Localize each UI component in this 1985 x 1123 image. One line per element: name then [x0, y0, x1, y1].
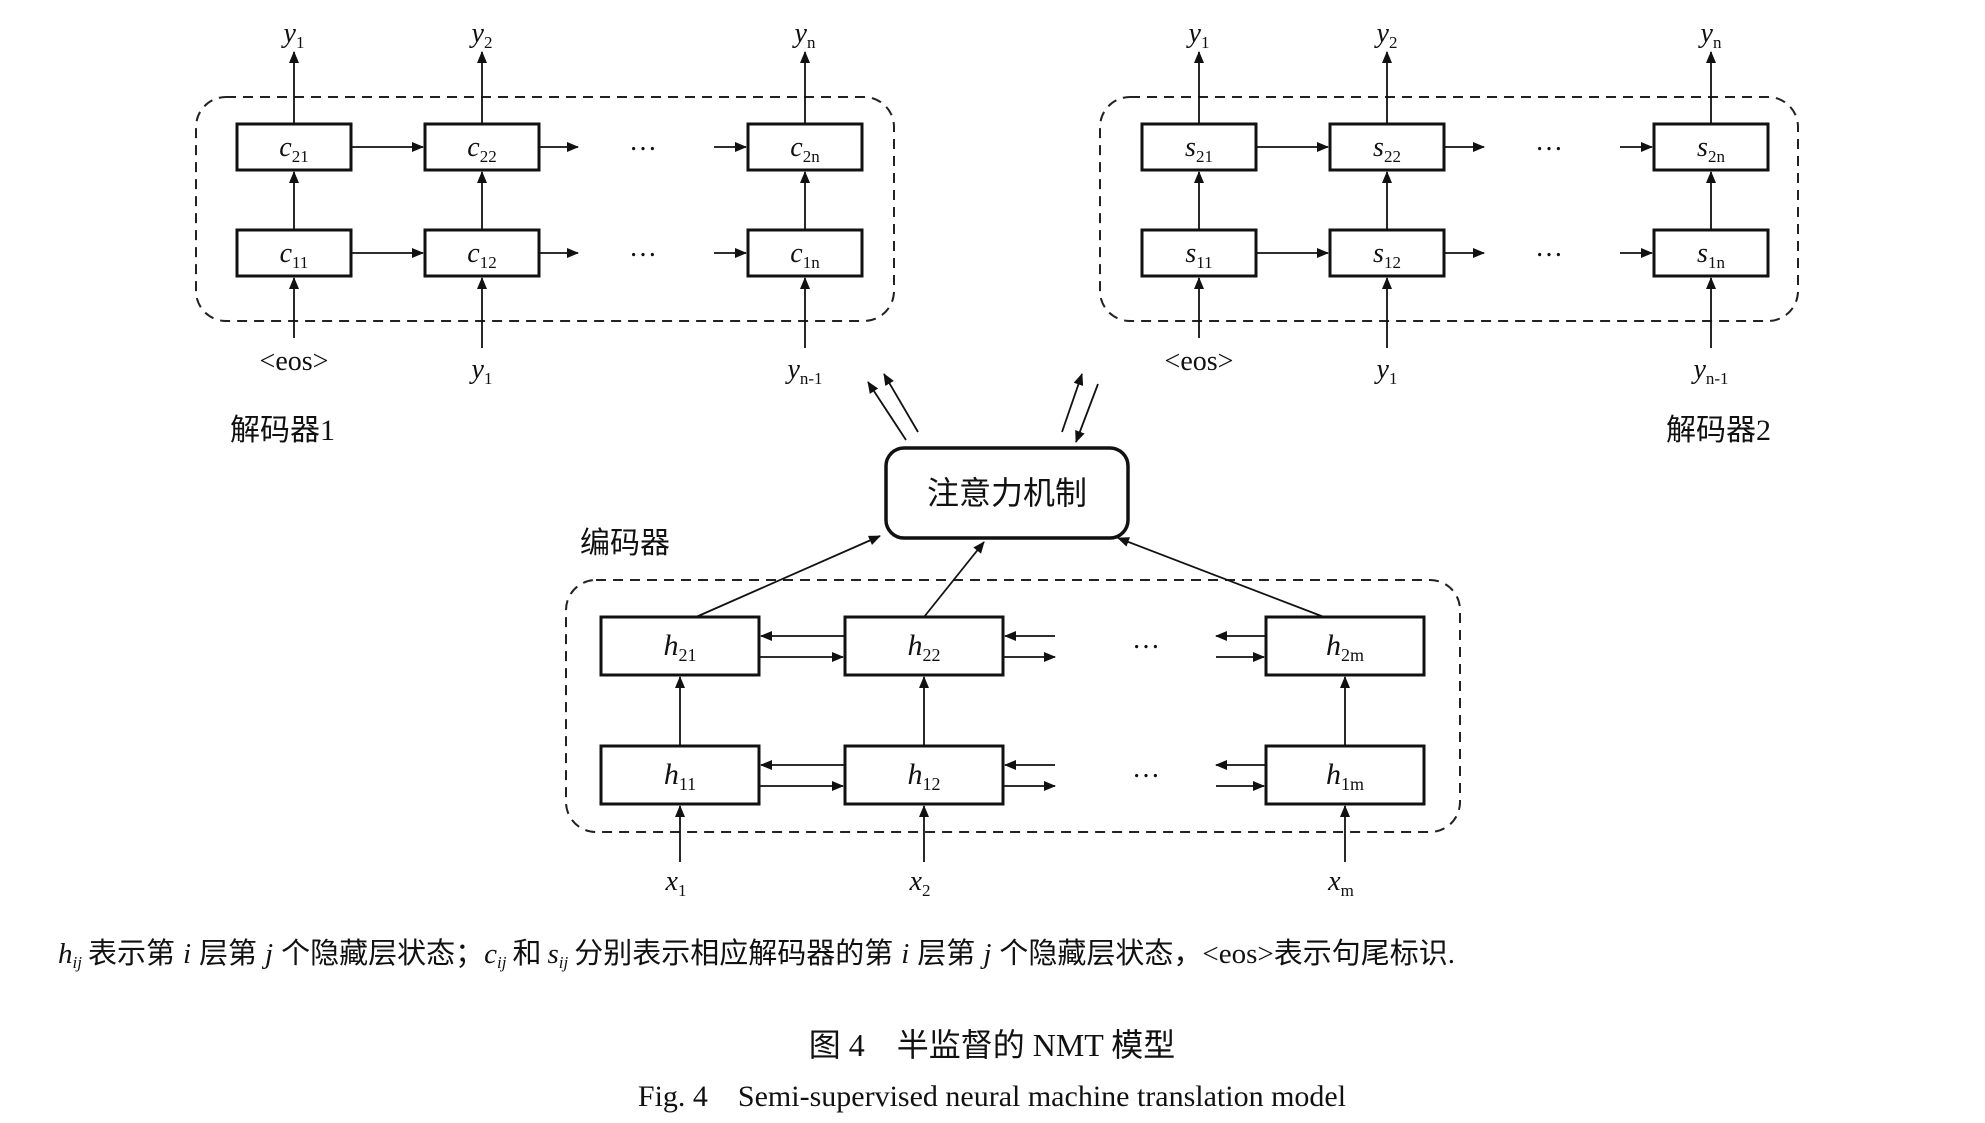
arrow — [695, 535, 881, 618]
input-label: y1 — [1374, 354, 1398, 388]
decoder-1-group — [195, 96, 895, 322]
svg-text:h21: h21 — [664, 629, 697, 665]
decoder-2: s21 s22 s2n s11 s12 s1n … … — [1099, 18, 1799, 447]
ellipsis: … — [1535, 126, 1563, 157]
svg-text:s12: s12 — [1373, 238, 1401, 272]
input-label: y1 — [469, 354, 493, 388]
decoder-1-cell: c12 — [423, 228, 541, 278]
decoder-2-cell: s21 — [1140, 122, 1258, 172]
caption-en: Fig. 4 Semi-supervised neural machine tr… — [638, 1080, 1346, 1113]
decoder-2-group — [1099, 96, 1799, 322]
encoder-cell: h12 — [843, 744, 1005, 806]
attention-label: 注意力机制 — [927, 475, 1087, 511]
output-label: y1 — [281, 18, 305, 52]
ellipsis: … — [1535, 232, 1563, 263]
attention-mechanism: 注意力机制 — [867, 373, 1130, 540]
svg-text:h1m: h1m — [1326, 758, 1364, 794]
output-label: y2 — [1374, 18, 1398, 52]
output-label: y2 — [469, 18, 493, 52]
arrow — [1117, 537, 1325, 618]
svg-text:s2n: s2n — [1697, 132, 1725, 166]
svg-text:c11: c11 — [280, 238, 309, 272]
input-label: x1 — [665, 866, 687, 900]
svg-text:s21: s21 — [1185, 132, 1213, 166]
decoder-1-cell: c11 — [235, 228, 353, 278]
input-label: xm — [1327, 866, 1354, 900]
svg-text:c2n: c2n — [790, 132, 820, 166]
svg-text:s11: s11 — [1185, 238, 1212, 272]
input-label: <eos> — [1165, 346, 1234, 377]
decoder-1-cell: c21 — [235, 122, 353, 172]
svg-text:c12: c12 — [467, 238, 496, 272]
ellipsis: … — [629, 126, 657, 157]
svg-text:h22: h22 — [908, 629, 941, 665]
caption-cn: 图 4 半监督的 NMT 模型 — [809, 1027, 1176, 1063]
encoder-cell: h2m — [1264, 615, 1426, 677]
ellipsis: … — [629, 232, 657, 263]
encoder-group — [565, 579, 1461, 833]
svg-text:h2m: h2m — [1326, 629, 1364, 665]
decoder-2-cell: s1n — [1652, 228, 1770, 278]
encoder: 编码器 h21 h22 h2m h11 h12 h1m — [565, 527, 1461, 900]
output-label: yn — [792, 18, 816, 52]
svg-text:h11: h11 — [664, 758, 696, 794]
input-label: <eos> — [260, 346, 329, 377]
decoder-2-cell: s22 — [1328, 122, 1446, 172]
encoder-cell: h22 — [843, 615, 1005, 677]
encoder-cell: h21 — [599, 615, 761, 677]
decoder-2-cell: s11 — [1140, 228, 1258, 278]
encoder-label: 编码器 — [580, 527, 670, 560]
svg-text:s22: s22 — [1373, 132, 1401, 166]
input-label: x2 — [909, 866, 931, 900]
input-label: yn-1 — [784, 354, 822, 388]
arrow — [1075, 383, 1099, 443]
decoder-1: c21 c22 c2n c11 c12 c1n … … — [195, 18, 895, 447]
decoder-1-label: 解码器1 — [230, 414, 335, 447]
svg-text:c22: c22 — [467, 132, 496, 166]
input-label: yn-1 — [1690, 354, 1728, 388]
encoder-cell: h11 — [599, 744, 761, 806]
decoder-2-label: 解码器2 — [1666, 414, 1771, 447]
decoder-1-cell: c1n — [746, 228, 864, 278]
ellipsis: … — [1132, 624, 1160, 655]
arrow — [923, 541, 985, 618]
output-label: yn — [1698, 18, 1722, 52]
ellipsis: … — [1132, 753, 1160, 784]
svg-text:h12: h12 — [908, 758, 941, 794]
svg-text:c1n: c1n — [790, 238, 820, 272]
decoder-1-cell: c2n — [746, 122, 864, 172]
decoder-2-cell: s12 — [1328, 228, 1446, 278]
output-label: y1 — [1186, 18, 1210, 52]
arrow — [883, 373, 919, 433]
arrow — [867, 381, 907, 441]
svg-text:s1n: s1n — [1697, 238, 1725, 272]
arrow — [1061, 373, 1084, 433]
svg-text:c21: c21 — [279, 132, 308, 166]
encoder-cell: h1m — [1264, 744, 1426, 806]
decoder-1-cell: c22 — [423, 122, 541, 172]
decoder-2-cell: s2n — [1652, 122, 1770, 172]
